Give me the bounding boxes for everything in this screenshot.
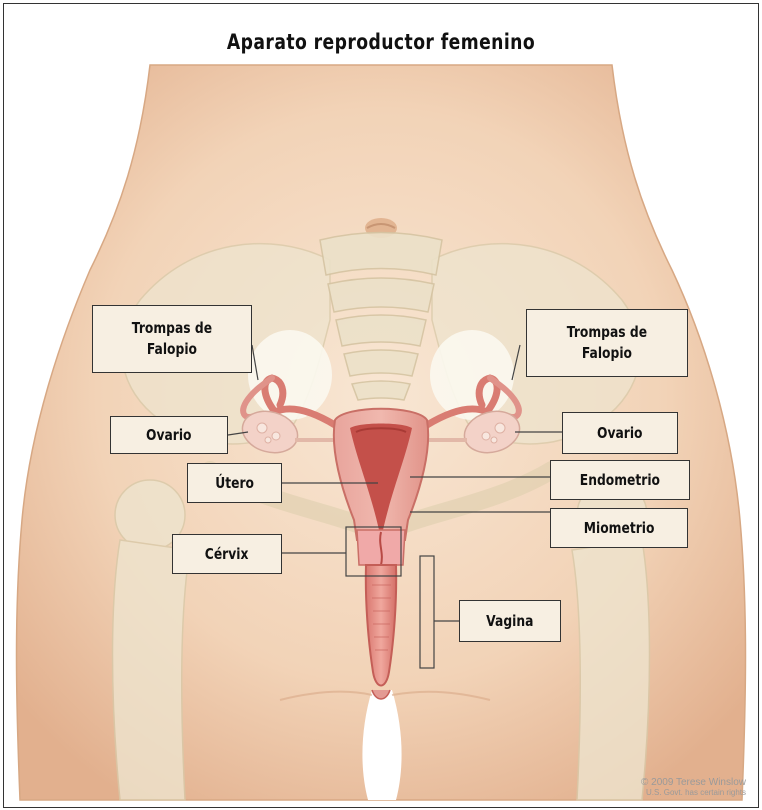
credit-line2: U.S. Govt. has certain rights — [641, 788, 746, 798]
label-fallopian-tube-right-line1: Trompas de — [567, 322, 647, 343]
copyright-credit: © 2009 Terese Winslow U.S. Govt. has cer… — [641, 778, 746, 798]
label-cervix: Cérvix — [172, 534, 282, 574]
label-ovary-right: Ovario — [562, 412, 678, 454]
femur-left — [113, 480, 191, 800]
label-ovary-right-text: Ovario — [597, 423, 643, 444]
credit-line1: © 2009 Terese Winslow — [641, 778, 746, 788]
label-fallopian-tube-right-line2: Falopio — [582, 343, 632, 364]
label-endometrium-text: Endometrio — [580, 470, 660, 491]
label-fallopian-tube-left-line2: Falopio — [147, 339, 197, 360]
label-myometrium: Miometrio — [550, 508, 688, 548]
label-fallopian-tube-left-line1: Trompas de — [132, 318, 212, 339]
label-endometrium: Endometrio — [550, 460, 690, 500]
label-ovary-left-text: Ovario — [146, 425, 192, 446]
label-ovary-left: Ovario — [110, 416, 228, 454]
diagram-title: Aparato reproductor femenino — [69, 30, 694, 54]
label-vagina: Vagina — [459, 600, 561, 642]
label-uterus-text: Útero — [215, 473, 254, 494]
label-vagina-text: Vagina — [486, 611, 533, 632]
label-myometrium-text: Miometrio — [584, 518, 655, 539]
label-uterus: Útero — [187, 463, 282, 503]
label-cervix-text: Cérvix — [205, 544, 249, 565]
